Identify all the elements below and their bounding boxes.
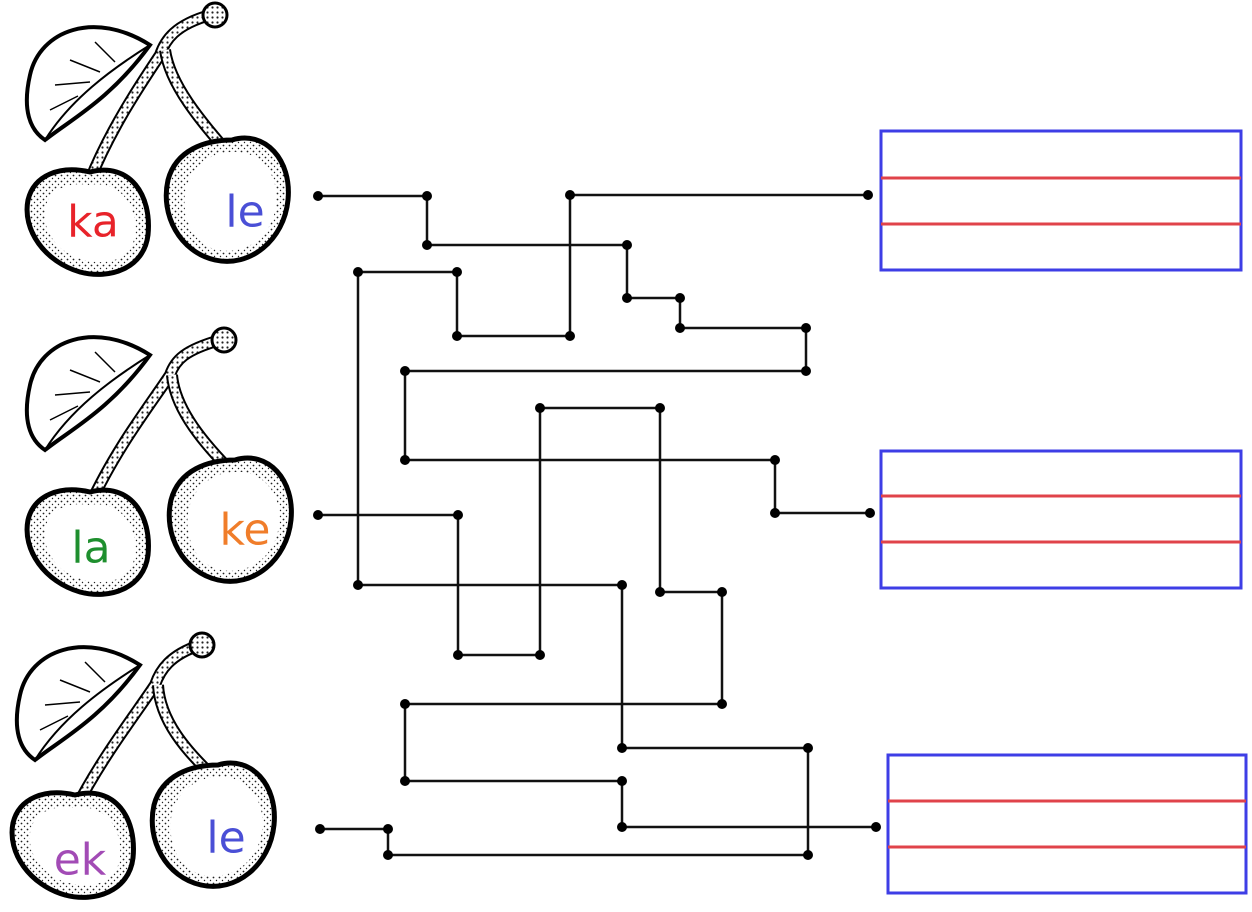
syllable-left-1: ka <box>67 197 119 248</box>
answer-box-1[interactable] <box>879 129 1243 272</box>
maze-node <box>655 403 665 413</box>
leaf-icon <box>14 645 143 763</box>
maze-node <box>400 366 410 376</box>
maze-node <box>453 650 463 660</box>
answer-box-3[interactable] <box>886 753 1248 895</box>
maze-node <box>675 293 685 303</box>
syllable-right-1: le <box>225 187 264 238</box>
maze-node <box>801 323 811 333</box>
maze-node <box>803 743 813 753</box>
maze-node <box>315 824 325 834</box>
maze-node <box>422 191 432 201</box>
maze-node <box>617 580 627 590</box>
maze-node <box>400 699 410 709</box>
maze-node <box>453 510 463 520</box>
maze-node <box>865 508 875 518</box>
maze-node <box>717 699 727 709</box>
maze-node <box>871 822 881 832</box>
maze-node <box>863 190 873 200</box>
maze-node <box>622 240 632 250</box>
maze-node <box>565 190 575 200</box>
syllable-right-2: ke <box>220 505 271 556</box>
maze-node <box>655 587 665 597</box>
maze-node <box>675 323 685 333</box>
cherry-pair-2: ke la <box>24 326 294 597</box>
maze-node <box>383 850 393 860</box>
maze-node <box>313 510 323 520</box>
syllable-left-3: ek <box>54 835 107 886</box>
maze-node <box>422 240 432 250</box>
leaf-icon <box>24 335 153 453</box>
maze-node <box>717 587 727 597</box>
maze-path-3 <box>318 193 870 857</box>
maze-node <box>770 508 780 518</box>
maze-node <box>353 267 363 277</box>
answer-box-2[interactable] <box>879 449 1243 590</box>
leaf-icon <box>24 25 153 143</box>
maze-node <box>452 267 462 277</box>
maze-dots <box>313 190 881 860</box>
maze-node <box>400 455 410 465</box>
maze-path-2 <box>316 406 878 829</box>
maze-node <box>400 776 410 786</box>
syllable-left-2: la <box>71 523 110 574</box>
maze-node <box>622 293 632 303</box>
maze-node <box>313 191 323 201</box>
maze-node <box>770 455 780 465</box>
maze-node <box>801 366 811 376</box>
maze-node <box>617 743 627 753</box>
cherry-pair-3: le ek <box>9 631 277 900</box>
maze-node <box>535 650 545 660</box>
cherry-pair-1: le ka <box>24 1 291 277</box>
maze-node <box>617 776 627 786</box>
maze-node <box>565 331 575 341</box>
maze-node <box>383 824 393 834</box>
maze-node <box>803 850 813 860</box>
syllable-right-3: le <box>206 813 245 864</box>
maze-paths <box>316 193 878 857</box>
maze-node <box>353 580 363 590</box>
maze-node <box>617 822 627 832</box>
maze-path-1 <box>316 194 872 515</box>
maze-node <box>452 331 462 341</box>
maze-node <box>535 403 545 413</box>
